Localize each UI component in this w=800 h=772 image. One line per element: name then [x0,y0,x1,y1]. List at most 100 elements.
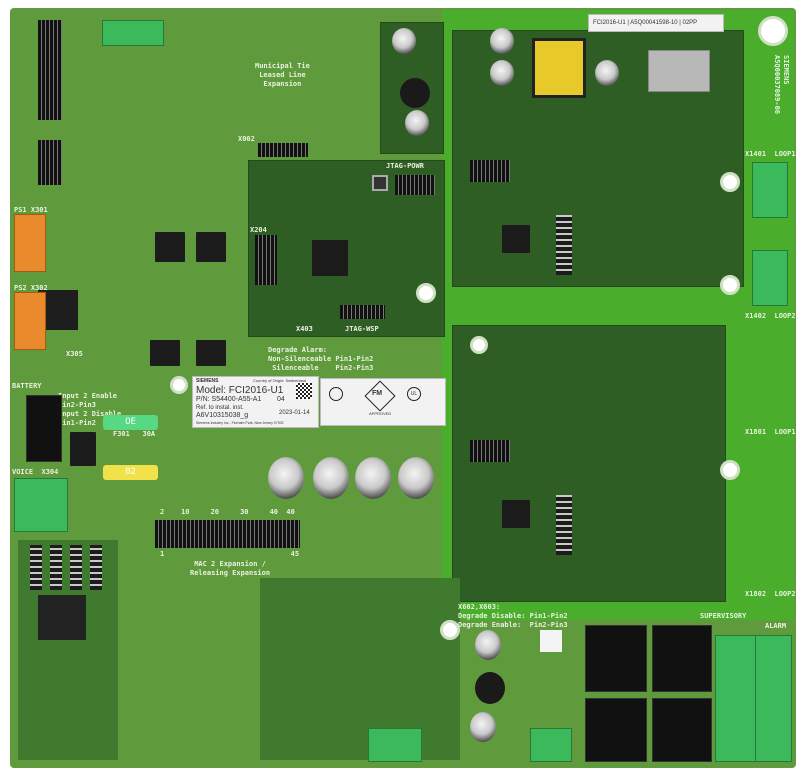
serial-sticker: FCI2016-U1 | A5Q00041598-10 | 02PP [588,14,724,32]
reset-button[interactable] [372,175,388,191]
loop2-terminal-block[interactable] [752,250,788,306]
ic-chip [502,500,530,528]
fuse[interactable]: 02 [103,465,158,480]
fuse-text: F301 30A [113,430,156,438]
transistor [196,340,226,366]
ic-chip [50,545,62,590]
terminal-block[interactable] [530,728,572,762]
mounting-hole [440,620,460,640]
x204-text: X204 [250,226,267,234]
municipal-tie-text: Municipal Tie Leased Line Expansion [255,62,310,88]
transistor [150,340,180,366]
mounting-hole [720,172,740,192]
alarm-text: ALARM [765,622,787,630]
pin-header[interactable] [258,143,308,157]
transistor [70,432,96,466]
label-maker: Siemens Industry Inc., Florham Park, New… [196,421,284,425]
loop1-terminal-block[interactable] [752,162,788,218]
capacitor [470,712,496,742]
ic-chip [502,225,530,253]
degrade-alarm-text: Degrade Alarm: Non-Silenceable Pin1-Pin2… [268,346,374,372]
ul-logo: UL [407,387,421,401]
relay [652,625,712,692]
jtag-powr-text: JTAG-POWR [386,162,424,170]
voltage-regulator [196,232,226,262]
mounting-hole [170,376,188,394]
x002-text: X002 [238,135,255,143]
siemens-part-number: SIEMENS A5Q00037089-06 [773,55,790,115]
heatsink [648,50,710,92]
pin-header[interactable] [470,440,510,462]
x305-text: X305 [66,350,83,358]
jtag-wsp-header[interactable] [340,305,385,319]
x1802-text: X1802 LOOP2 [745,590,796,598]
mounting-hole [416,283,436,303]
capacitor [268,457,304,499]
supervisory-text: SUPERVISORY [700,612,747,620]
battery-text: BATTERY [12,382,42,390]
input2-text: Input 2 Enable Pin2-Pin3 Input 2 Disable… [58,392,122,427]
mounting-hole [720,275,740,295]
battery-connector[interactable] [26,395,62,462]
label-doc: A6V10315038_g [196,412,249,419]
voice-text: VOICE X304 [12,468,59,476]
terminal-block[interactable] [102,20,164,46]
capacitor [475,630,501,660]
voice-terminal-block[interactable] [14,478,68,532]
label-date: 2023-01-14 [279,410,310,416]
relay [652,698,712,762]
x403-text: X403 [296,325,313,333]
qr-code [296,383,312,399]
ic-chip [70,545,82,590]
capacitor [392,28,416,54]
microcontroller-chip [312,240,348,276]
nac-terminal-block[interactable] [368,728,422,762]
mac-module-area [260,578,460,760]
x1401-text: X1401 LOOP1 [745,150,796,158]
ic-chip [90,545,102,590]
connector-pin-numbers-bottom: 1 45 [160,550,300,558]
inductor [38,595,86,640]
transformer [532,38,586,98]
ps1-connector[interactable] [14,214,46,272]
ul-listed-icon [329,387,343,401]
x1402-text: X1402 LOOP2 [745,312,796,320]
mac2-expansion-text: MAC 2 Expansion / Releasing Expansion [190,560,271,577]
loop2-module [452,325,726,602]
connector-pin-numbers-top: 2 10 20 30 40 40 [160,508,295,516]
pin-header[interactable] [38,140,62,185]
x1801-text: X1801 LOOP1 [745,428,796,436]
ic-chip [30,545,42,590]
ps2-text: PS2 X302 [14,284,48,292]
certification-label: FM APPROVED UL [320,378,446,426]
capacitor [405,110,429,136]
label-brand: SIEMENS [196,378,219,384]
ps2-connector[interactable] [14,292,46,350]
voltage-regulator [155,232,185,262]
inductor [400,78,430,108]
pin-header[interactable] [255,235,277,285]
capacitor [490,60,514,86]
ps1-text: PS1 X301 [14,206,48,214]
pin-header[interactable] [470,160,510,182]
relay [585,625,647,692]
fm-approved-text: APPROVED [369,411,392,416]
fm-text: FM [372,390,383,397]
label-model: Model: FCI2016-U1 [196,385,284,396]
mac2-expansion-connector[interactable] [155,520,300,548]
label-rev: 04 [277,396,285,403]
supervisory-terminal-block[interactable] [715,635,757,762]
alarm-terminal-block[interactable] [755,635,792,762]
product-label: SIEMENS Country of Origin: Switzerland M… [192,376,319,428]
pin-header[interactable] [38,20,62,120]
ic-chip [556,215,572,275]
relay [585,698,647,762]
degrade-x602-text: X602,X603: Degrade Disable: Pin1-Pin2 De… [458,603,568,629]
label-pn: P/N: S54400-A55-A1 [196,396,262,403]
capacitor [595,60,619,86]
capacitor [355,457,391,499]
fuse-30a[interactable]: OE [103,415,158,430]
jtag-wsp-text: JTAG-WSP [345,325,379,333]
capacitor [398,457,434,499]
jtag-powr-header[interactable] [395,175,435,195]
